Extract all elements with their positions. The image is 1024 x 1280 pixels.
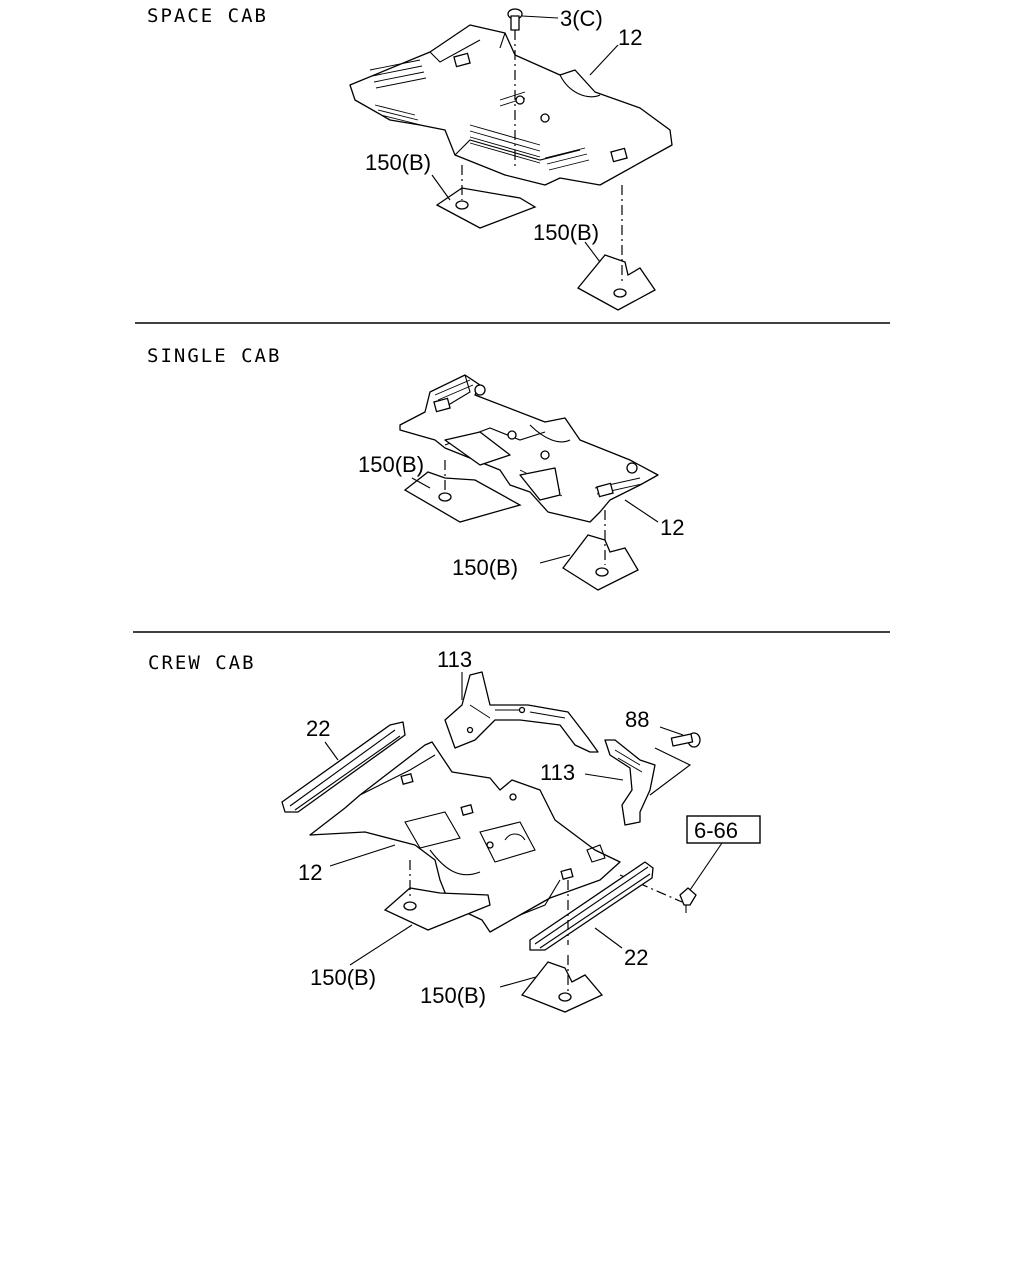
callout-bolt: 88 <box>625 707 649 732</box>
callout-pad-right: 150(B) <box>533 220 599 245</box>
floor-panel <box>349 24 673 186</box>
leader-line <box>659 726 684 736</box>
pad-hole <box>455 200 469 210</box>
callout-floor: 12 <box>298 860 322 885</box>
reference-box <box>686 815 761 844</box>
pad-hole <box>613 288 627 298</box>
sill-plate <box>281 721 406 813</box>
callout-pad-left: 150(B) <box>310 965 376 990</box>
pad-hole <box>438 492 452 502</box>
leader-line <box>411 477 431 489</box>
section-single-cab: SINGLE CAB 150(B) 12 <box>147 345 684 591</box>
leader-line <box>589 44 619 76</box>
clip-icon <box>679 887 697 913</box>
leader-line <box>584 773 624 781</box>
clip-fastener-icon <box>507 8 523 31</box>
leader-line <box>584 241 601 263</box>
sill-plate <box>529 861 654 951</box>
leader-line <box>689 842 723 891</box>
leader-line <box>521 15 559 19</box>
leader-line <box>499 976 537 988</box>
section-title: CREW CAB <box>148 652 256 674</box>
callout-pad-right: 150(B) <box>420 983 486 1008</box>
insulator-pad <box>383 887 491 931</box>
bracket <box>604 739 692 826</box>
callout-pad-left: 150(B) <box>365 150 431 175</box>
callout-sill-left: 22 <box>306 716 330 741</box>
leader-line <box>329 844 396 867</box>
callout-pad-left: 150(B) <box>358 452 424 477</box>
insulator-pad <box>435 187 537 229</box>
callout-sill-right: 22 <box>624 945 648 970</box>
insulator-pad <box>520 961 604 1013</box>
leader-line <box>324 741 339 761</box>
insulator-pad <box>403 471 522 523</box>
floor-panel <box>309 741 621 933</box>
callout-ref-box: 6-66 <box>694 818 738 843</box>
pad-hole <box>558 992 572 1002</box>
section-title: SINGLE CAB <box>147 345 281 367</box>
pad-hole <box>403 901 417 911</box>
callout-bracket-mid: 113 <box>540 760 575 785</box>
callout-pad-right: 150(B) <box>452 555 518 580</box>
floor-panel <box>399 374 659 523</box>
callout-bracket-top: 113 <box>437 647 472 672</box>
bracket <box>444 671 599 753</box>
section-crew-cab: CREW CAB 113 22 88 113 <box>148 647 761 1013</box>
callout-floor: 12 <box>618 25 642 50</box>
leader-line <box>431 174 451 201</box>
pad-hole <box>595 567 609 577</box>
leader-line <box>594 927 623 949</box>
bolt-icon <box>670 732 701 748</box>
leader-line <box>539 554 571 564</box>
leader-line <box>624 499 659 523</box>
section-title: SPACE CAB <box>147 5 268 27</box>
section-space-cab: SPACE CAB 3(C) <box>147 5 673 311</box>
insulator-pad <box>562 534 639 591</box>
leader-line <box>349 924 413 966</box>
callout-fastener: 3(C) <box>560 6 603 31</box>
callout-floor: 12 <box>660 515 684 540</box>
insulator-pad <box>577 254 656 311</box>
